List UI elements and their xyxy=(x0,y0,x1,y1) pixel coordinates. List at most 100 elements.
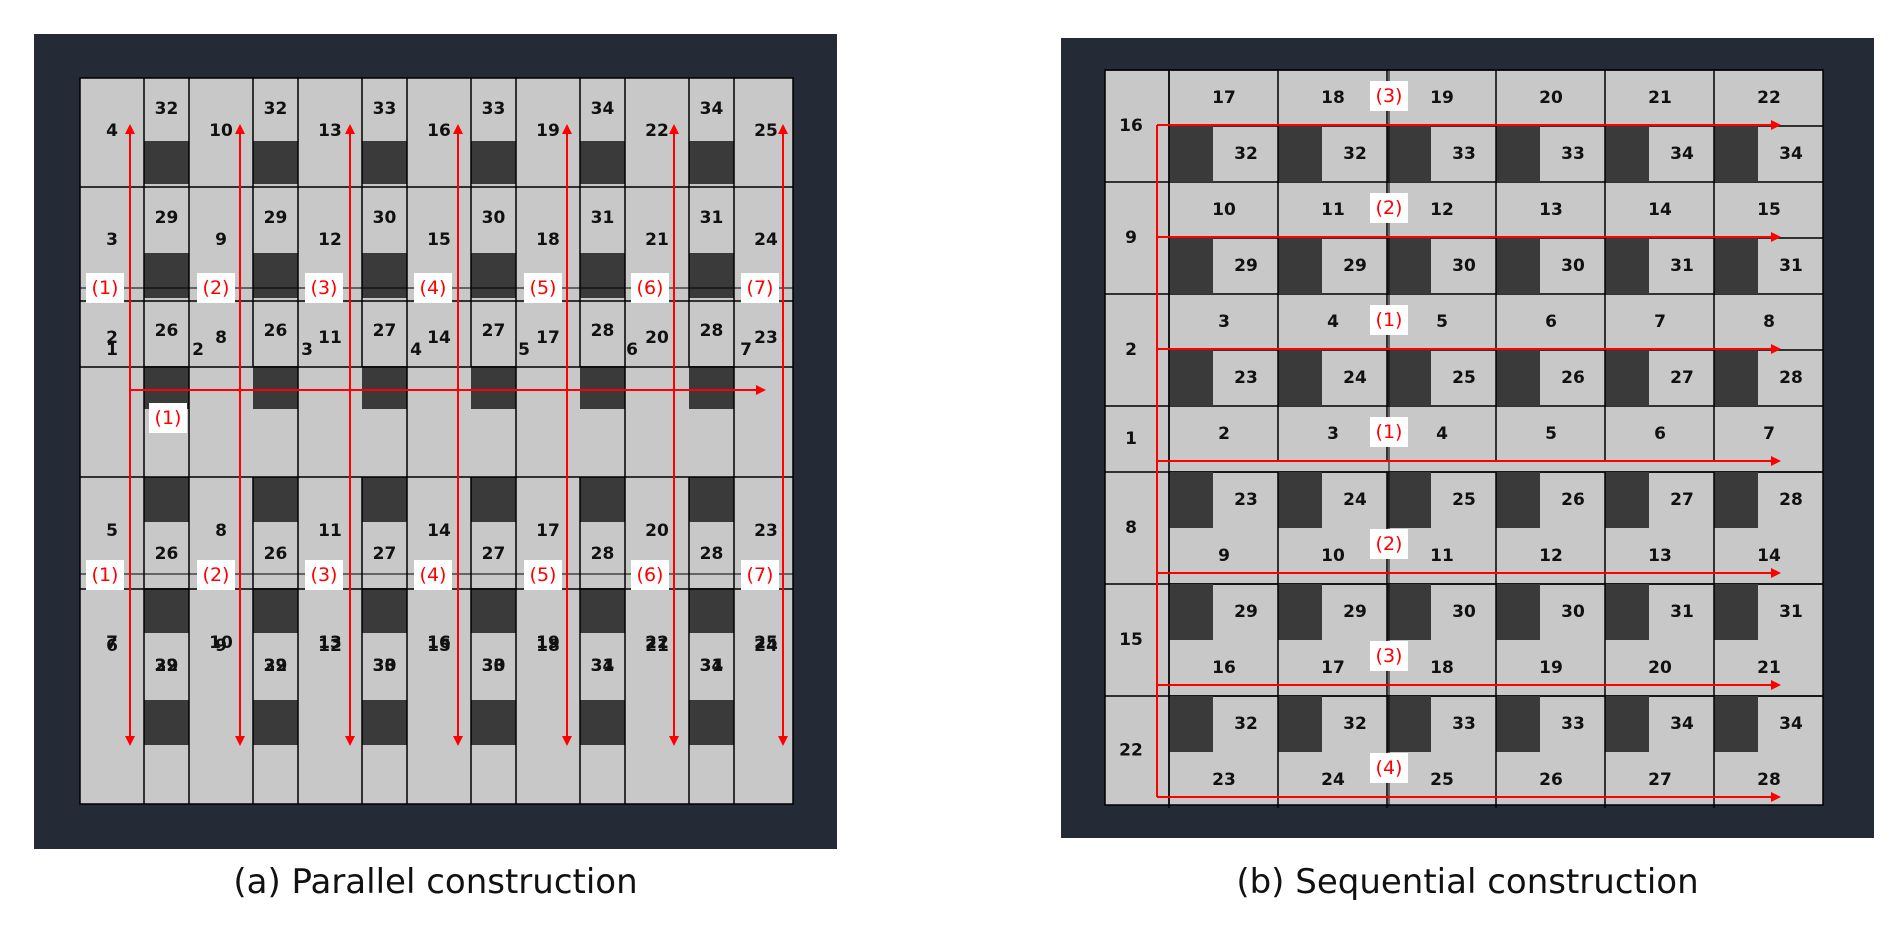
dark-cell xyxy=(144,366,189,409)
route-label: (7) xyxy=(747,564,774,586)
dark-cell xyxy=(1605,126,1649,182)
middle-row-label: 7 xyxy=(740,340,752,360)
dark-cell xyxy=(580,141,625,184)
route-label: (2) xyxy=(203,564,230,586)
cell-label: 20 xyxy=(645,328,669,348)
cell-label: 33 xyxy=(482,656,506,676)
dark-cell xyxy=(471,700,516,745)
dark-cell xyxy=(253,141,298,184)
dark-cell xyxy=(1387,126,1431,182)
left-column-label: 1 xyxy=(1125,429,1137,449)
dark-cell xyxy=(253,366,298,409)
dark-row-label: 31 xyxy=(1670,602,1694,622)
light-row-label: 28 xyxy=(1757,770,1781,790)
left-column-label: 16 xyxy=(1119,116,1143,136)
dark-cell xyxy=(1605,238,1649,294)
light-row-label: 4 xyxy=(1436,424,1448,444)
panel-b-grid-area xyxy=(1104,69,1824,806)
dark-cell xyxy=(1387,238,1431,294)
cell-label: 29 xyxy=(155,208,179,228)
light-row-label: 24 xyxy=(1321,770,1345,790)
cell-label: 28 xyxy=(591,321,615,341)
cell-label: 29 xyxy=(264,208,288,228)
light-row-label: 18 xyxy=(1321,88,1345,108)
light-row-label: 15 xyxy=(1757,200,1781,220)
route-label-bg xyxy=(86,273,124,303)
light-row-label: 25 xyxy=(1430,770,1454,790)
cell-label: 27 xyxy=(482,321,506,341)
dark-row-label: 27 xyxy=(1670,368,1694,388)
dark-row-label: 29 xyxy=(1234,602,1258,622)
left-column-label: 8 xyxy=(1125,518,1137,538)
caption-sequential-construction: (b) Sequential construction xyxy=(1236,862,1699,902)
cell-label: 25 xyxy=(754,633,778,653)
dark-row-label: 30 xyxy=(1452,602,1476,622)
dark-cell xyxy=(580,253,625,298)
dark-row-label: 33 xyxy=(1561,144,1585,164)
dark-row-label: 25 xyxy=(1452,368,1476,388)
cell-label: 14 xyxy=(427,521,451,541)
dark-row-label: 34 xyxy=(1670,714,1694,734)
dark-cell xyxy=(1278,350,1322,406)
cell-label: 12 xyxy=(318,636,342,656)
light-row-label: 3 xyxy=(1218,312,1230,332)
dark-row-label: 33 xyxy=(1452,714,1476,734)
cell-label: 21 xyxy=(645,636,669,656)
cell-label: 26 xyxy=(155,321,179,341)
dark-row-label: 33 xyxy=(1452,144,1476,164)
dark-cell xyxy=(580,588,625,633)
cell-label: 16 xyxy=(427,121,451,141)
cell-label: 33 xyxy=(482,99,506,119)
middle-row-label: 6 xyxy=(626,340,638,360)
cell-label: 31 xyxy=(700,208,724,228)
cell-label: 13 xyxy=(318,633,342,653)
middle-row-label: 5 xyxy=(518,340,530,360)
route-label-horizontal-bg xyxy=(149,403,187,433)
light-row-label: 9 xyxy=(1218,546,1230,566)
route-label: (4) xyxy=(1376,757,1403,779)
dark-cell xyxy=(1714,350,1758,406)
dark-row-label: 32 xyxy=(1234,144,1258,164)
light-row-label: 11 xyxy=(1321,200,1345,220)
dark-cell xyxy=(1278,126,1322,182)
cell-label: 15 xyxy=(427,230,451,250)
route-label-bg xyxy=(1370,81,1408,111)
route-label: (4) xyxy=(420,564,447,586)
route-label-bg xyxy=(305,273,343,303)
dark-cell xyxy=(471,588,516,633)
cell-label: 21 xyxy=(645,230,669,250)
light-row-label: 7 xyxy=(1654,312,1666,332)
route-label-bg xyxy=(631,560,669,590)
left-column-label: 9 xyxy=(1125,228,1137,248)
cell-label: 30 xyxy=(482,656,506,676)
light-row-label: 20 xyxy=(1539,88,1563,108)
dark-cell xyxy=(580,477,625,522)
cell-label: 5 xyxy=(106,521,118,541)
route-label: (2) xyxy=(203,277,230,299)
dark-cell xyxy=(1387,350,1431,406)
cell-label: 13 xyxy=(318,121,342,141)
light-row-label: 18 xyxy=(1430,658,1454,678)
light-row-label: 10 xyxy=(1321,546,1345,566)
dark-cell xyxy=(471,253,516,298)
dark-row-label: 31 xyxy=(1779,602,1803,622)
dark-cell xyxy=(1714,472,1758,528)
dark-row-label: 23 xyxy=(1234,490,1258,510)
dark-row-label: 24 xyxy=(1343,490,1367,510)
route-label-bg xyxy=(414,273,452,303)
cell-label: 34 xyxy=(591,99,615,119)
route-label: (5) xyxy=(530,564,557,586)
dark-row-label: 28 xyxy=(1779,490,1803,510)
cell-label: 14 xyxy=(427,328,451,348)
cell-label: 17 xyxy=(536,328,560,348)
cell-label: 16 xyxy=(427,633,451,653)
dark-cell xyxy=(253,477,298,522)
cell-label: 26 xyxy=(264,544,288,564)
dark-cell xyxy=(253,253,298,298)
cell-label: 28 xyxy=(591,544,615,564)
light-row-label: 12 xyxy=(1430,200,1454,220)
route-label: (2) xyxy=(1376,533,1403,555)
route-label-bg xyxy=(305,560,343,590)
dark-cell xyxy=(1714,126,1758,182)
